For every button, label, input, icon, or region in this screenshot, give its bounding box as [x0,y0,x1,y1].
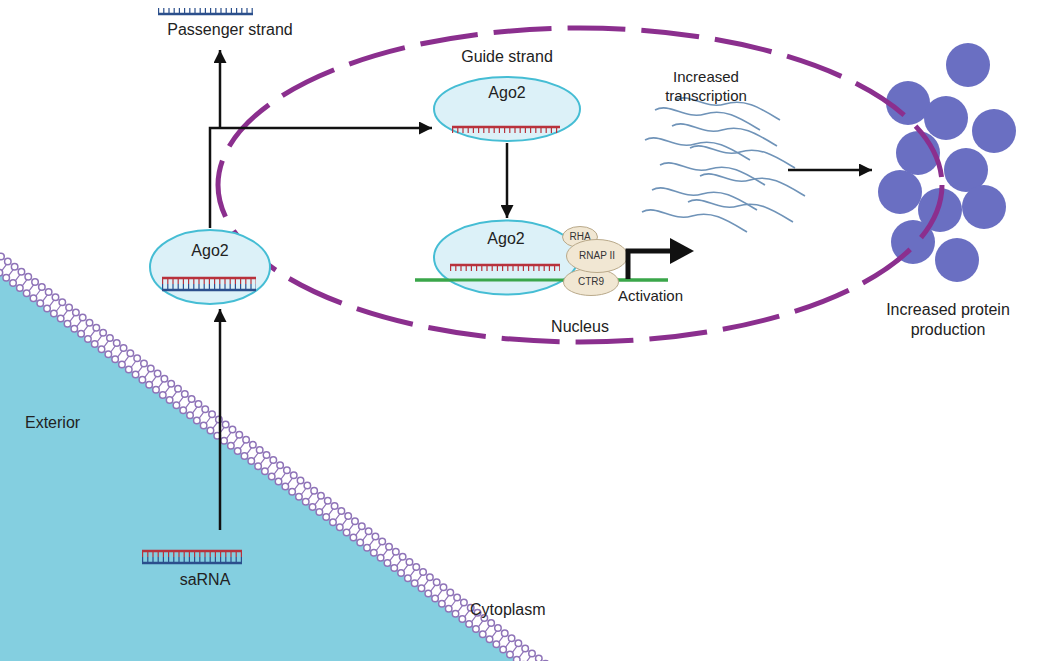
strand-bases [142,557,242,562]
factor-outline [567,240,628,273]
node-text: Ago2 [432,84,582,102]
node-text: CTR9 [578,277,604,287]
node-shape [148,228,272,306]
mrna-wave [642,210,747,232]
node-text: Ago2 [148,242,272,260]
protein [946,43,990,87]
translation-arrow [788,169,872,172]
ago2-outline [150,230,270,304]
strand-bases [142,552,242,557]
node-text: Ago2 [432,230,580,248]
rna-strand [162,277,256,280]
text-label: Increased protein production [858,300,1038,340]
node-text: RNAP II [579,251,615,261]
nucleus-outline: NucleusGuide strandAgo2Ago2RHARNAP IICTR… [215,25,945,345]
strand-bases [162,279,256,284]
protein [935,238,979,282]
text-label: saRNA [150,570,260,590]
mrna-wave [655,108,760,130]
node-text: Guide strand [432,48,582,66]
dna-promoter [415,279,668,282]
lipid-heads [0,251,549,661]
protein [878,170,922,214]
mrna-wave [672,124,777,146]
connector-arrow [506,143,509,218]
rna-strand [452,126,560,129]
protein [924,96,968,140]
strand-bases [162,284,256,289]
rna-strand [162,289,256,292]
mrna-wave [688,200,793,222]
activation-arrow-head [670,238,694,264]
strand-bases [158,8,253,13]
nuclear-envelope [218,28,942,342]
protein-factor: RNAP II [566,239,628,273]
ago2-complex: Ago2 [432,218,580,297]
activation-arrow [628,251,672,279]
protein [972,109,1016,153]
text-label: Cytoplasm [470,600,590,620]
release-arrow [219,50,222,129]
lipid-heads-fill [0,251,549,661]
mrna-wave [645,138,750,160]
uptake-arrow [219,309,222,530]
factor-outline [564,269,619,296]
passenger-strand [158,13,253,16]
ago2-complex: Ago2 [148,228,272,306]
lipid-heads [0,263,541,661]
sarna-passenger-strand [142,562,242,565]
node-shape [432,218,580,297]
mrna-wave [690,146,795,168]
connector-arrow [210,128,432,228]
node-text: Nucleus [215,318,945,336]
sarna-guide-strand [142,550,242,553]
protein [962,185,1006,229]
strand-bases [450,266,560,271]
dna-promoter [415,279,668,282]
node-shape [215,25,945,345]
text-label: Passenger strand [140,20,320,40]
mrna-wave [652,188,757,210]
text-label: Increased transcription [645,68,767,106]
ago2-complex: Guide strandAgo2 [432,48,582,143]
lipid-heads-fill [0,263,541,661]
strand-bases [452,128,560,133]
text-label: Activation [618,287,718,306]
text-label: Exterior [25,413,125,433]
rna-strand [450,264,560,267]
